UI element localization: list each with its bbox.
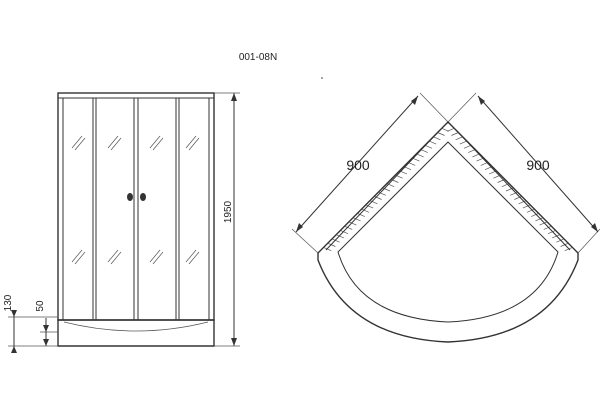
hatch-mark: [468, 149, 476, 153]
height-label: 1950: [223, 200, 234, 223]
model-code: 001-08N: [239, 52, 277, 63]
hatch-mark: [349, 221, 357, 226]
shower-tray: [57, 319, 215, 347]
hatch-mark: [552, 234, 560, 239]
tray-height-label: 130: [3, 294, 14, 311]
hatch-mark: [433, 136, 441, 141]
glass-reflections: [71, 135, 200, 265]
hatch-mark: [472, 153, 480, 158]
front-view: [57, 92, 215, 347]
hatch-mark: [447, 127, 455, 132]
hatch-mark: [332, 238, 340, 243]
tray-basin: [337, 141, 559, 323]
tray-curve: [63, 321, 209, 332]
right-dim-line: [477, 95, 599, 233]
tray-outline: [317, 121, 579, 343]
panel-left-fixed: [62, 97, 94, 321]
hatch-mark: [560, 243, 568, 247]
hatch-mark: [476, 157, 484, 162]
hatch-mark: [429, 140, 437, 145]
hatch-mark: [455, 136, 463, 141]
hatch-mark: [370, 200, 378, 205]
hatch-mark: [336, 234, 344, 239]
panel-right-door: [137, 97, 177, 321]
hatch-mark: [531, 213, 539, 217]
right-width-label: 900: [526, 157, 550, 173]
hatch-mark: [459, 140, 467, 145]
hatch-mark: [547, 230, 556, 235]
hatch-mark: [420, 149, 428, 153]
hatch-mark: [328, 243, 336, 247]
hatch-mark: [357, 213, 365, 217]
hatch-mark: [463, 144, 472, 149]
hatch-mark: [539, 221, 547, 226]
left-width-label: 900: [346, 157, 370, 173]
hatch-mark: [345, 226, 353, 230]
hatch-mark: [518, 200, 526, 205]
hatch-mark: [543, 226, 551, 230]
top-view: 900 900: [291, 92, 600, 343]
handle-left-icon: [127, 193, 133, 201]
tray-step-label: 50: [35, 300, 46, 312]
handle-right-icon: [140, 193, 146, 201]
hatch-mark: [353, 217, 361, 222]
panel-left-door: [95, 97, 135, 321]
hatch-mark: [340, 230, 349, 235]
front-frame: [57, 92, 215, 321]
hatch-mark: [564, 247, 572, 252]
panel-right-fixed: [178, 97, 210, 321]
hatch-mark: [366, 204, 374, 209]
stray-dot: [321, 77, 323, 79]
hatch-mark: [324, 247, 332, 252]
hatch-mark: [535, 217, 543, 222]
hatch-mark: [416, 153, 424, 158]
hatch-mark: [451, 132, 459, 136]
hatch-mark: [526, 208, 535, 213]
hatch-mark: [556, 238, 564, 243]
hatch-mark: [437, 132, 445, 136]
hatch-mark: [522, 204, 530, 209]
left-wall-hatch: [324, 127, 449, 252]
hatch-mark: [412, 157, 420, 162]
tray-step-dimension: 50: [35, 300, 58, 346]
height-dimension: 1950: [214, 92, 240, 347]
hatch-mark: [424, 144, 433, 149]
left-dim-line: [295, 95, 419, 233]
tray-height-dimension: 130: [3, 294, 58, 353]
hatch-mark: [361, 208, 370, 213]
